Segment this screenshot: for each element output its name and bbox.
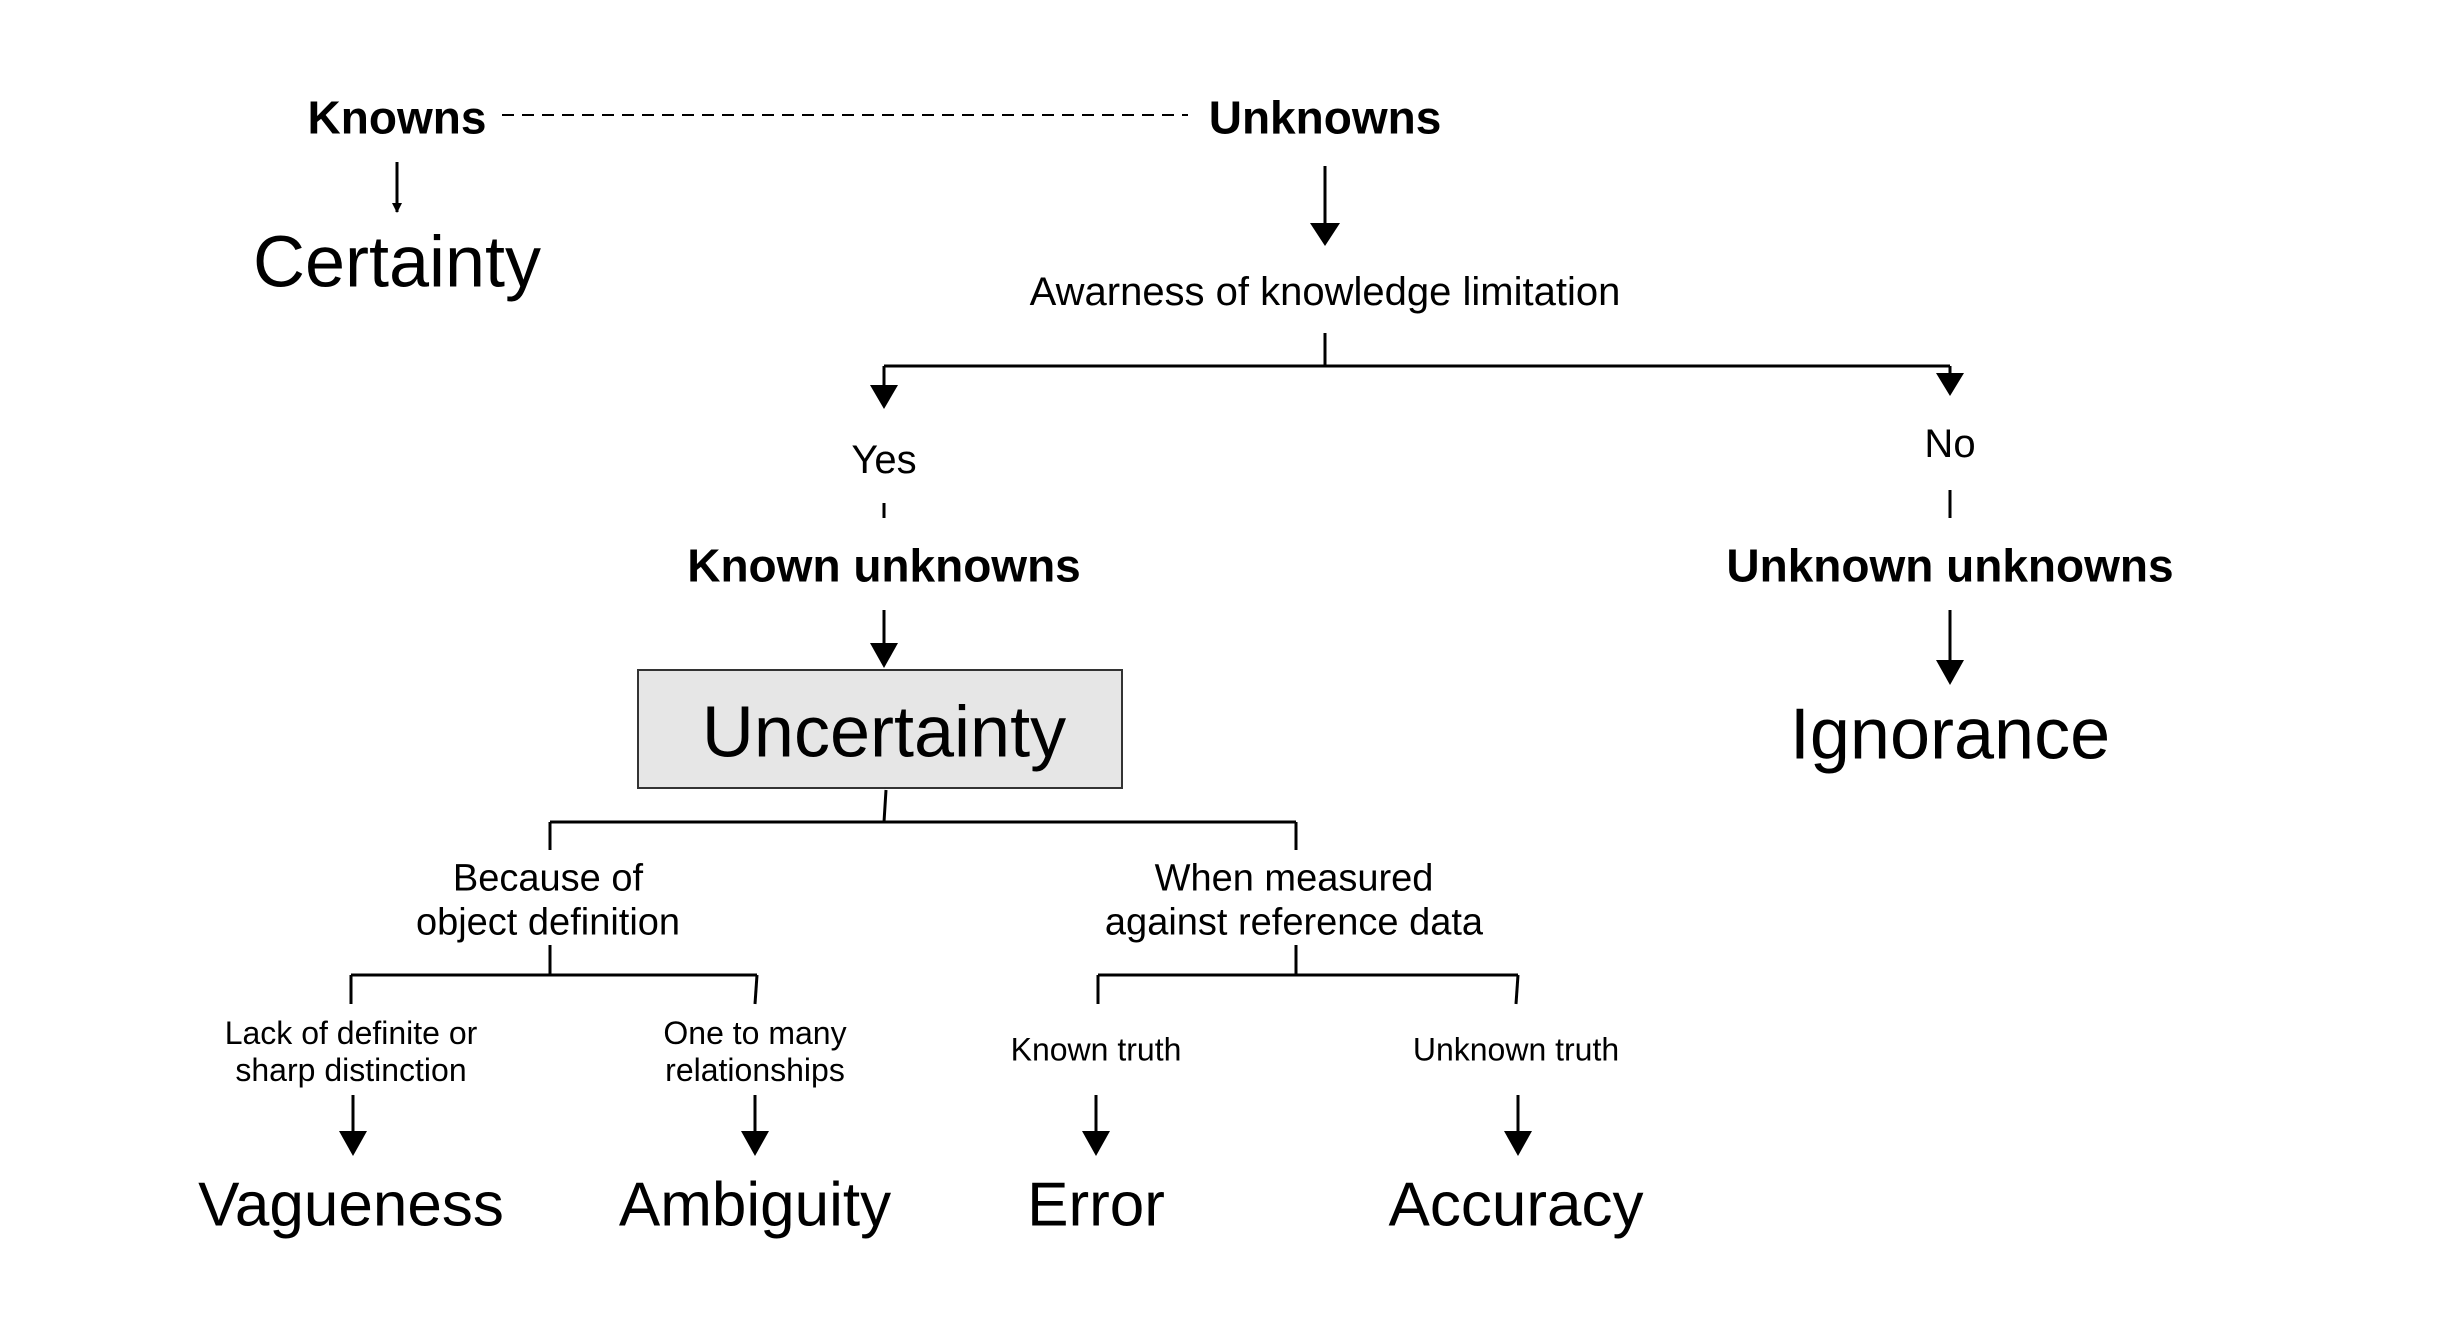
uncertainty-label: Uncertainty [701,692,1067,773]
known-truth-label: Known truth [1010,1031,1182,1068]
branch-to-one-to-many [753,974,759,1005]
ambiguity-label: Ambiguity [618,1170,892,1240]
certainty-label: Certainty [252,222,542,303]
unknowns-label: Unknowns [1208,91,1442,144]
branch-to-unknown-truth [1514,974,1520,1005]
uncertainty-stem [882,789,888,823]
no-label: No [1924,422,1976,466]
object-definition-label: Because of object definition [416,857,680,944]
reference-data-line-2: against reference data [1104,901,1484,943]
unknown-unknowns-label: Unknown unknowns [1726,539,2174,592]
accuracy-label: Accuracy [1388,1170,1644,1240]
yes-label: Yes [851,438,917,482]
knowns-label: Knowns [307,91,487,144]
one-to-many-line-1: One to many [663,1015,847,1052]
arrow-lack-vagueness-head [339,1131,367,1156]
one-to-many-label: One to many relationships [663,1015,846,1089]
object-definition-line-2: object definition [415,901,681,943]
reference-data-label: When measured against reference data [1105,857,1483,944]
ignorance-label: Ignorance [1789,694,2111,775]
lack-distinction-line-2: sharp distinction [235,1052,467,1088]
arrow-no-head [1936,373,1964,396]
lack-distinction-line-1: Lack of definite or [224,1015,478,1052]
arrow-yes-head [870,385,898,409]
known-unknowns-label: Known unknowns [687,539,1081,592]
lack-distinction-label: Lack of definite or sharp distinction [225,1015,478,1089]
awareness-label: Awarness of knowledge limitation [1029,270,1621,314]
vagueness-label: Vagueness [198,1170,504,1240]
arrow-known-truth-error-head [1082,1131,1110,1156]
arrow-unknown-truth-accuracy-head [1504,1131,1532,1156]
reference-data-line-1: When measured [1154,857,1434,900]
error-label: Error [1027,1170,1165,1240]
one-to-many-line-2: relationships [665,1052,845,1088]
arrow-unknown-unknowns-ignorance-head [1936,660,1964,685]
object-definition-line-1: Because of [452,857,644,900]
arrow-one-to-many-ambiguity-head [741,1131,769,1156]
unknown-truth-label: Unknown truth [1412,1031,1620,1068]
arrow-known-unknowns-uncertainty-head [870,643,898,668]
arrow-unknowns-awareness-head [1310,223,1340,246]
uncertainty-box [637,669,1123,789]
